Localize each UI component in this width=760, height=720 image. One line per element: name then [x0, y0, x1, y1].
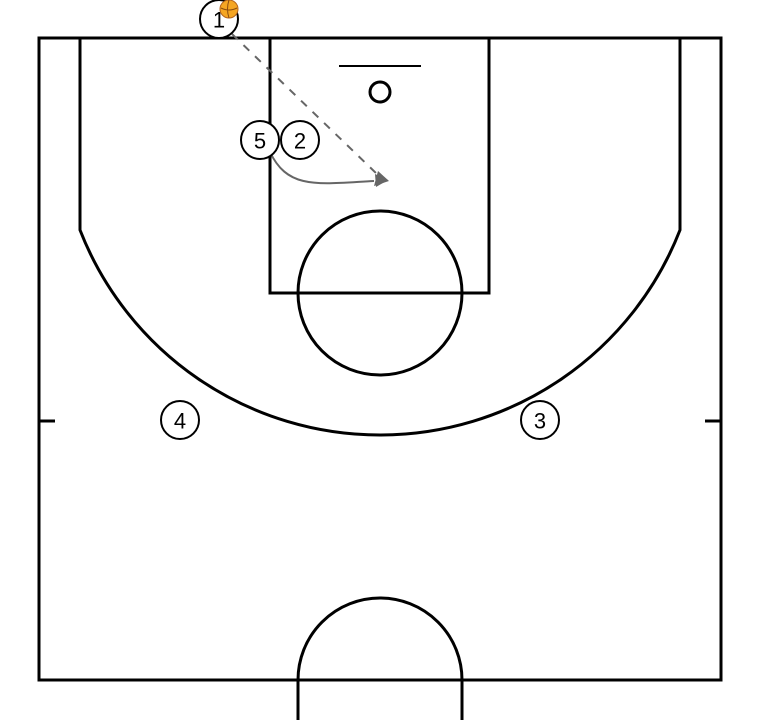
player-5[interactable]: 5 [240, 120, 280, 160]
player-5-label: 5 [254, 129, 266, 154]
player-3[interactable]: 3 [520, 400, 560, 440]
three-point-line [78, 38, 682, 437]
cut-arrow-head [375, 174, 388, 187]
rim [368, 80, 392, 104]
free-throw-circle [296, 209, 464, 377]
basketball-icon [219, 0, 239, 19]
player-4[interactable]: 4 [160, 400, 200, 440]
cut-line [269, 151, 375, 185]
paint-key [268, 36, 491, 295]
player-2-label: 2 [294, 129, 306, 154]
pass-line [231, 33, 379, 176]
court-boundary [37, 36, 723, 682]
player-3-label: 3 [534, 409, 546, 434]
player-4-label: 4 [174, 409, 186, 434]
center-circle [296, 596, 464, 720]
player-2[interactable]: 2 [280, 120, 320, 160]
